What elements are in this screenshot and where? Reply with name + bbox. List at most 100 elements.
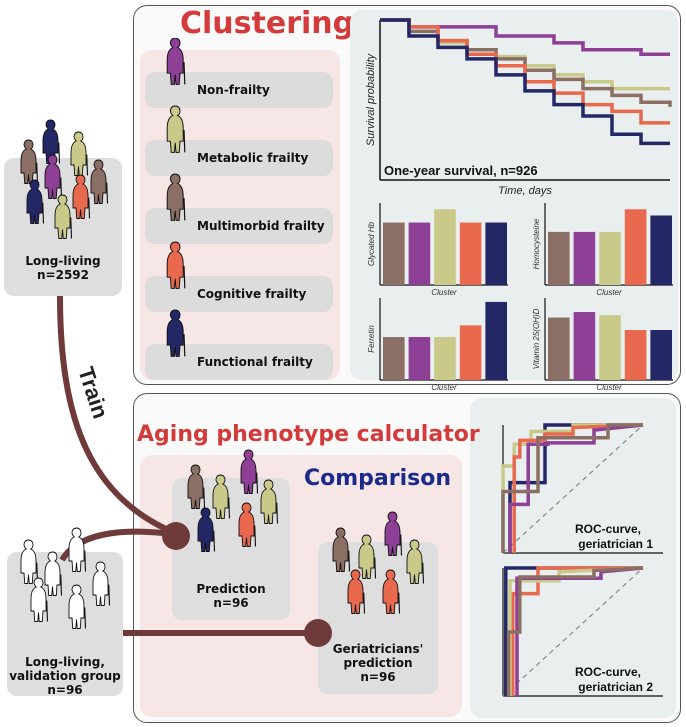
bar-ylabel: Ferretin <box>367 325 376 353</box>
bar-xlabel: Cluster <box>431 383 457 392</box>
calculator-title: Aging phenotype calculator <box>137 422 480 447</box>
bar-ylabel: Vitamin 25(OH)D <box>532 308 541 369</box>
bar-multimorbid-frailty <box>548 317 570 380</box>
person-icon <box>382 569 401 614</box>
person-icon <box>20 139 39 184</box>
bar-ylabel: Homocysteine <box>532 218 541 269</box>
geriatricians-title-line1: Geriatricians' <box>332 642 424 656</box>
geriatricians-label: Geriatricians' prediction n=96 <box>318 642 438 684</box>
bar-functional-frailty <box>650 330 672 380</box>
bar-chart-vitamin-d: Cluster Vitamin 25(OH)D <box>532 298 673 392</box>
person-icon <box>347 569 366 614</box>
clustering-title: Clustering <box>180 6 355 41</box>
cluster-icons <box>166 38 186 357</box>
person-icon <box>26 179 45 224</box>
bar-cognitive-frailty <box>459 325 482 380</box>
bar-non-frailty <box>573 312 596 380</box>
person-icon <box>72 174 91 219</box>
bar-functional-frailty <box>485 301 507 380</box>
multimorbid-person-icon <box>166 173 186 221</box>
bar-xlabel: Cluster <box>431 288 457 297</box>
person-icon <box>68 527 87 572</box>
roc-chart-geriatrician-2: ROC-curve,geriatrician 2 <box>502 566 663 697</box>
survival-title: One-year survival, n=926 <box>384 163 538 178</box>
roc-title-line2: geriatrician 2 <box>578 680 653 694</box>
prediction-count: n=96 <box>213 596 249 610</box>
bar-metabolic-frailty <box>434 209 456 285</box>
person-icon <box>92 561 111 606</box>
person-icon <box>20 539 39 584</box>
bar-non-frailty <box>573 231 596 285</box>
bar-functional-frailty <box>485 222 507 285</box>
geriatricians-title-line2: prediction <box>343 656 413 670</box>
training-group-count: n=2592 <box>37 268 89 282</box>
bar-xlabel: Cluster <box>596 383 622 392</box>
person-icon <box>42 119 61 164</box>
prediction-people-icons <box>187 449 279 552</box>
roc-title-line1: ROC-curve, <box>575 522 641 536</box>
bar-functional-frailty <box>650 215 672 285</box>
validation-group-people-icons <box>20 527 111 629</box>
person-icon <box>406 539 425 584</box>
cluster-label: Non-frailty <box>197 83 270 97</box>
bar-xlabel: Cluster <box>596 288 622 297</box>
roc-series-non-frailty <box>508 423 644 553</box>
bar-cognitive-frailty <box>624 330 647 380</box>
training-group-title: Long-living <box>25 254 101 268</box>
bar-non-frailty <box>408 337 431 380</box>
person-icon <box>212 474 231 519</box>
bar-chart-glycated-hb: Cluster Glycated Hb <box>367 203 508 297</box>
roc-series-cognitive-frailty <box>511 566 643 696</box>
person-icon <box>332 527 351 572</box>
person-icon <box>44 551 63 596</box>
roc-diagonal <box>502 567 644 697</box>
bar-ylabel: Glycated Hb <box>367 221 376 266</box>
cognitive-person-icon <box>166 241 186 289</box>
cluster-row-multimorbid: Multimorbid frailty <box>145 208 333 244</box>
person-icon <box>54 194 73 239</box>
cluster-label: Multimorbid frailty <box>197 219 325 233</box>
bar-chart-ferretin: Cluster Ferretin <box>367 298 508 392</box>
person-icon <box>358 534 377 579</box>
bar-cognitive-frailty <box>624 209 647 285</box>
train-label: Train <box>73 364 113 422</box>
functional-figure-icon <box>166 309 186 357</box>
functional-person-icon <box>166 309 186 357</box>
bar-metabolic-frailty <box>434 337 456 380</box>
roc-title-line1: ROC-curve, <box>575 665 641 679</box>
cluster-label: Functional frailty <box>197 355 313 369</box>
person-icon <box>197 507 216 552</box>
bar-cognitive-frailty <box>459 222 482 285</box>
non-frailty-person-icon <box>166 38 186 85</box>
cluster-row-non-frailty: Non-frailty <box>145 72 333 108</box>
roc-series-metabolic-frailty <box>508 566 644 696</box>
roc-diagonal <box>502 424 644 554</box>
charts-background <box>350 10 678 380</box>
comparison-title: Comparison <box>304 466 452 491</box>
validation-group-title-line2: validation group <box>9 669 121 683</box>
person-icon <box>30 577 49 622</box>
roc-series-multimorbid-frailty <box>506 566 644 696</box>
survival-ylabel: Survival probability <box>365 52 377 146</box>
person-icon <box>238 502 257 547</box>
geriatricians-count: n=96 <box>360 670 396 684</box>
validation-group-title-line1: Long-living, <box>25 655 105 669</box>
train-connector <box>57 295 182 538</box>
prediction-node <box>162 522 190 550</box>
person-icon <box>68 584 87 629</box>
person-icon <box>90 159 109 204</box>
survival-series-functional-frailty <box>380 18 670 146</box>
prediction-label: Prediction n=96 <box>172 582 290 610</box>
roc-series-cognitive-frailty <box>512 423 644 553</box>
person-icon <box>187 464 206 509</box>
roc-chart-geriatrician-1: ROC-curve,geriatrician 1 <box>501 423 663 554</box>
bar-multimorbid-frailty <box>383 337 405 380</box>
bar-metabolic-frailty <box>599 315 621 380</box>
metabolic-person-icon <box>166 105 186 153</box>
training-group-label: Long-living n=2592 <box>4 254 122 282</box>
person-icon <box>260 479 279 524</box>
person-icon <box>240 449 259 494</box>
bar-multimorbid-frailty <box>383 222 405 285</box>
survival-xlabel: Time, days <box>498 185 552 197</box>
